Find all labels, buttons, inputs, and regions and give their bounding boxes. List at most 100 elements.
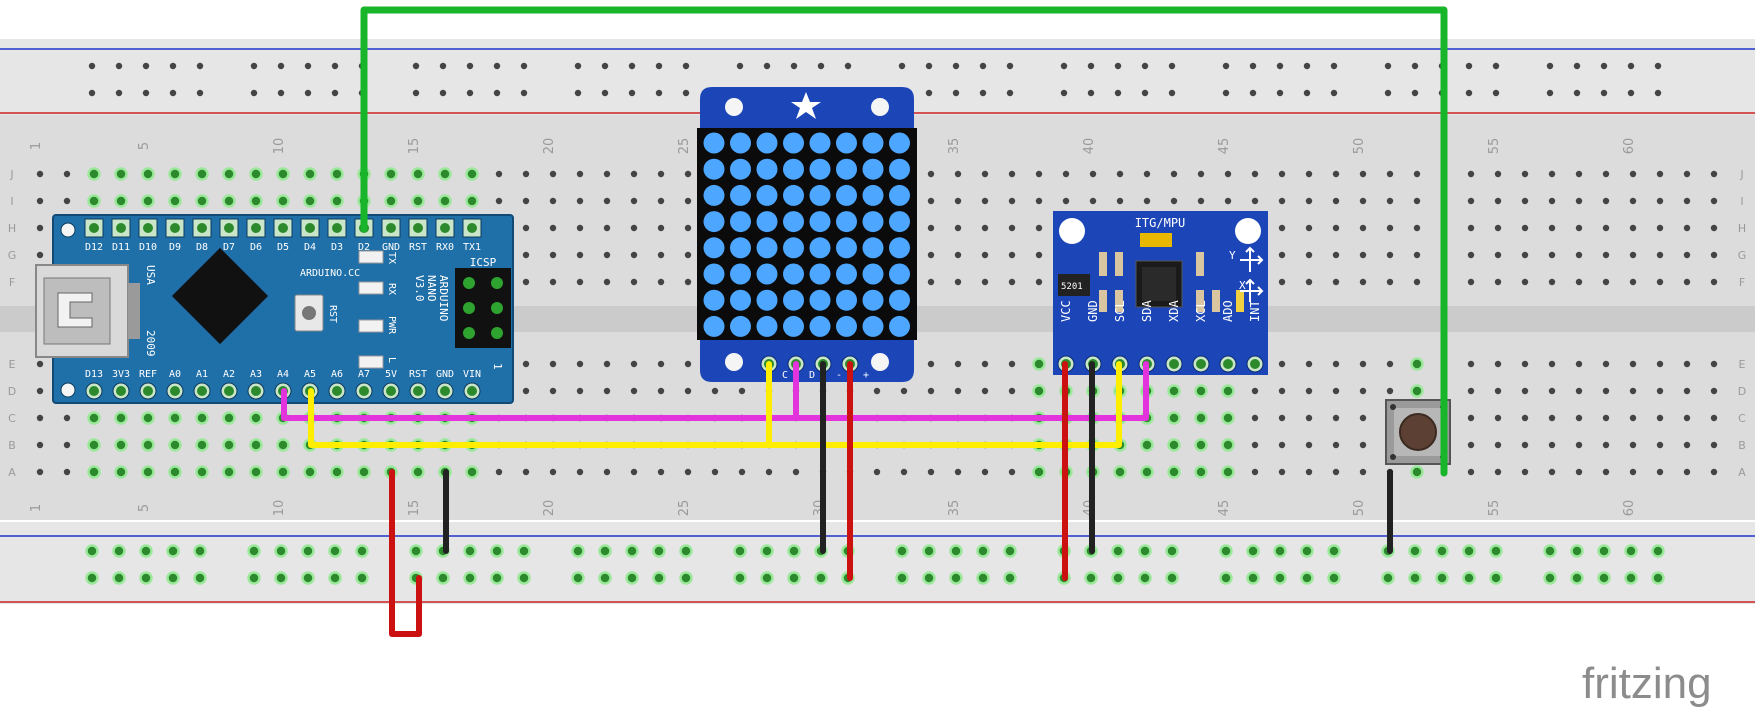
rail-hole[interactable] <box>571 544 585 558</box>
breadboard-hole[interactable] <box>303 194 317 208</box>
rail-hole[interactable] <box>1273 571 1287 585</box>
breadboard-hole[interactable] <box>1710 278 1718 286</box>
rail-hole[interactable] <box>250 89 258 97</box>
breadboard-hole[interactable] <box>1278 170 1286 178</box>
breadboard-hole[interactable] <box>1386 251 1394 259</box>
breadboard-hole[interactable] <box>1467 414 1475 422</box>
rail-hole[interactable] <box>1573 62 1581 70</box>
breadboard-hole[interactable] <box>1305 197 1313 205</box>
rail-hole[interactable] <box>1084 571 1098 585</box>
breadboard-hole[interactable] <box>1494 170 1502 178</box>
breadboard-hole[interactable] <box>1332 441 1340 449</box>
breadboard-hole[interactable] <box>141 194 155 208</box>
breadboard-hole[interactable] <box>1359 224 1367 232</box>
breadboard-hole[interactable] <box>1710 468 1718 476</box>
rail-hole[interactable] <box>952 62 960 70</box>
breadboard-hole[interactable] <box>1008 251 1016 259</box>
breadboard-hole[interactable] <box>1305 414 1313 422</box>
breadboard-hole[interactable] <box>1359 360 1367 368</box>
rail-hole[interactable] <box>142 89 150 97</box>
rail-hole[interactable] <box>1327 544 1341 558</box>
rail-hole[interactable] <box>1114 62 1122 70</box>
breadboard-hole[interactable] <box>1305 387 1313 395</box>
breadboard-hole[interactable] <box>168 465 182 479</box>
breadboard-hole[interactable] <box>657 251 665 259</box>
rail-hole[interactable] <box>304 62 312 70</box>
breadboard-hole[interactable] <box>684 251 692 259</box>
rail-hole[interactable] <box>760 571 774 585</box>
breadboard-hole[interactable] <box>1035 224 1043 232</box>
breadboard-hole[interactable] <box>1167 465 1181 479</box>
breadboard-hole[interactable] <box>1548 170 1556 178</box>
rail-hole[interactable] <box>655 62 663 70</box>
breadboard-hole[interactable] <box>1305 251 1313 259</box>
breadboard-hole[interactable] <box>1410 465 1424 479</box>
breadboard-hole[interactable] <box>927 224 935 232</box>
breadboard-hole[interactable] <box>303 167 317 181</box>
breadboard-hole[interactable] <box>36 441 44 449</box>
rail-hole[interactable] <box>601 62 609 70</box>
rail-hole[interactable] <box>1570 544 1584 558</box>
breadboard-hole[interactable] <box>900 468 908 476</box>
rail-hole[interactable] <box>112 571 126 585</box>
breadboard-hole[interactable] <box>927 387 935 395</box>
breadboard-hole[interactable] <box>63 197 71 205</box>
rail-hole[interactable] <box>1006 89 1014 97</box>
breadboard-hole[interactable] <box>168 194 182 208</box>
breadboard-hole[interactable] <box>249 411 263 425</box>
breadboard-hole[interactable] <box>276 194 290 208</box>
breadboard-hole[interactable] <box>1575 170 1583 178</box>
rail-hole[interactable] <box>1573 89 1581 97</box>
breadboard-hole[interactable] <box>222 438 236 452</box>
reset-button[interactable] <box>294 294 324 332</box>
rail-hole[interactable] <box>139 571 153 585</box>
breadboard-hole[interactable] <box>1494 278 1502 286</box>
breadboard-hole[interactable] <box>1629 170 1637 178</box>
breadboard-hole[interactable] <box>195 167 209 181</box>
breadboard-hole[interactable] <box>249 194 263 208</box>
breadboard-hole[interactable] <box>1710 170 1718 178</box>
breadboard-hole[interactable] <box>276 465 290 479</box>
breadboard-hole[interactable] <box>1602 360 1610 368</box>
rail-hole[interactable] <box>490 544 504 558</box>
breadboard-hole[interactable] <box>1278 251 1286 259</box>
breadboard-hole[interactable] <box>684 360 692 368</box>
breadboard-hole[interactable] <box>630 170 638 178</box>
breadboard-hole[interactable] <box>1467 197 1475 205</box>
rail-hole[interactable] <box>1408 544 1422 558</box>
breadboard-hole[interactable] <box>1197 170 1205 178</box>
breadboard-hole[interactable] <box>36 170 44 178</box>
rail-hole[interactable] <box>1546 89 1554 97</box>
rail-hole[interactable] <box>274 544 288 558</box>
breadboard-hole[interactable] <box>63 468 71 476</box>
breadboard-hole[interactable] <box>1494 360 1502 368</box>
rail-hole[interactable] <box>1060 89 1068 97</box>
breadboard-hole[interactable] <box>1494 468 1502 476</box>
breadboard-hole[interactable] <box>1008 387 1016 395</box>
breadboard-hole[interactable] <box>1035 197 1043 205</box>
breadboard-hole[interactable] <box>1113 465 1127 479</box>
rail-hole[interactable] <box>1003 544 1017 558</box>
rail-hole[interactable] <box>88 62 96 70</box>
breadboard-hole[interactable] <box>1710 414 1718 422</box>
breadboard-hole[interactable] <box>1548 360 1556 368</box>
rail-hole[interactable] <box>1411 89 1419 97</box>
rail-hole[interactable] <box>355 571 369 585</box>
rail-hole[interactable] <box>247 544 261 558</box>
breadboard-hole[interactable] <box>549 170 557 178</box>
breadboard-hole[interactable] <box>522 197 530 205</box>
breadboard-hole[interactable] <box>603 197 611 205</box>
rail-hole[interactable] <box>598 544 612 558</box>
breadboard-hole[interactable] <box>1683 468 1691 476</box>
breadboard-hole[interactable] <box>1656 441 1664 449</box>
yellow-wire-a5-to-scl[interactable] <box>308 361 1122 448</box>
breadboard-hole[interactable] <box>87 438 101 452</box>
rail-hole[interactable] <box>1141 62 1149 70</box>
rail-hole[interactable] <box>679 544 693 558</box>
breadboard-hole[interactable] <box>1305 170 1313 178</box>
breadboard-hole[interactable] <box>576 197 584 205</box>
rail-hole[interactable] <box>463 571 477 585</box>
breadboard-hole[interactable] <box>303 465 317 479</box>
rail-hole[interactable] <box>895 544 909 558</box>
rail-hole[interactable] <box>490 571 504 585</box>
